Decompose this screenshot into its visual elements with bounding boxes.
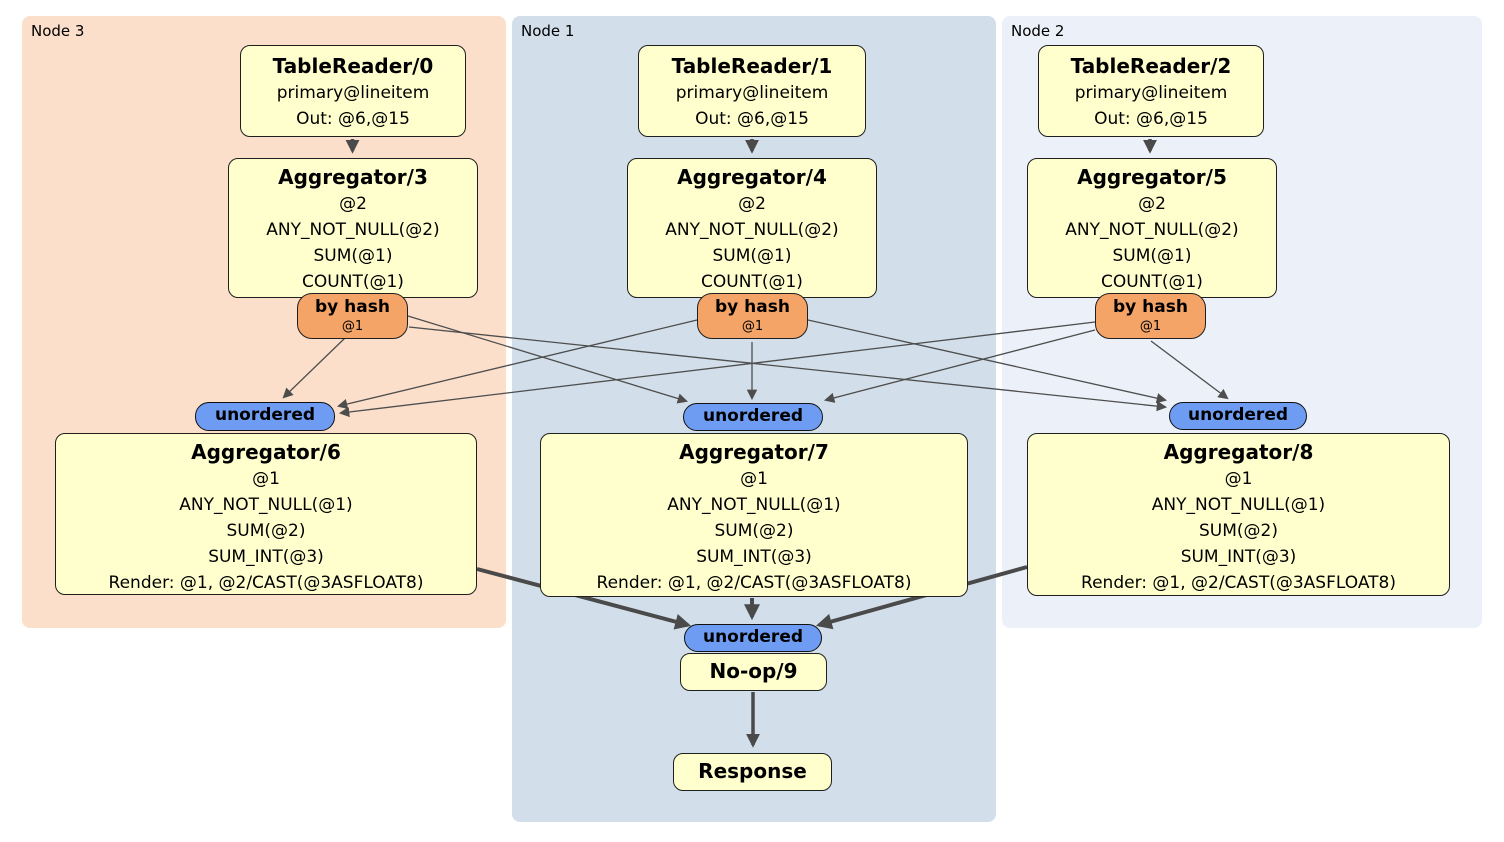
processor-title: Aggregator/7	[679, 440, 829, 464]
processor-detail: SUM(@1)	[712, 246, 792, 266]
region-node2-label: Node 2	[1011, 22, 1065, 40]
processor-detail: ANY_NOT_NULL(@1)	[1151, 495, 1326, 515]
processor-detail: @1	[252, 469, 280, 489]
router-hash-column: @1	[341, 319, 364, 334]
processor-detail: @1	[740, 469, 768, 489]
processor-detail: COUNT(@1)	[701, 272, 803, 292]
response-box: Response	[673, 753, 832, 791]
processor-detail: SUM_INT(@3)	[208, 547, 324, 567]
processor-aggregator-8: Aggregator/8 @1 ANY_NOT_NULL(@1) SUM(@2)…	[1027, 433, 1450, 596]
stream-unordered-badge-node1: unordered	[683, 403, 823, 431]
processor-detail: Out: @6,@15	[1094, 109, 1208, 129]
processor-detail: ANY_NOT_NULL(@2)	[266, 220, 440, 240]
region-node3-label: Node 3	[31, 22, 85, 40]
processor-aggregator-6: Aggregator/6 @1 ANY_NOT_NULL(@1) SUM(@2)…	[55, 433, 477, 595]
stream-unordered-badge-final: unordered	[684, 624, 822, 652]
processor-title: TableReader/2	[1070, 54, 1232, 78]
processor-title: Aggregator/3	[278, 165, 428, 189]
router-hash-column: @1	[1139, 319, 1162, 334]
processor-detail: SUM(@1)	[1112, 246, 1192, 266]
mesh-edges	[282, 315, 1229, 418]
stream-unordered-badge-node3: unordered	[195, 402, 335, 431]
processor-detail: Out: @6,@15	[695, 109, 809, 129]
processor-aggregator-7: Aggregator/7 @1 ANY_NOT_NULL(@1) SUM(@2)…	[540, 433, 968, 597]
stream-label: unordered	[214, 405, 316, 425]
processor-title: No-op/9	[709, 659, 798, 683]
processor-tablereader-2: TableReader/2 primary@lineitem Out: @6,@…	[1038, 45, 1264, 137]
processor-detail: @2	[738, 194, 766, 214]
router-by-hash-badge-node1: by hash @1	[697, 293, 808, 339]
processor-tablereader-0: TableReader/0 primary@lineitem Out: @6,@…	[240, 45, 466, 137]
processor-tablereader-1: TableReader/1 primary@lineitem Out: @6,@…	[638, 45, 866, 137]
stream-label: unordered	[1187, 405, 1289, 425]
router-by-hash-badge-node3: by hash @1	[297, 293, 408, 339]
processor-detail: Render: @1, @2/CAST(@3ASFLOAT8)	[108, 573, 424, 593]
processor-aggregator-5: Aggregator/5 @2 ANY_NOT_NULL(@2) SUM(@1)…	[1027, 158, 1277, 298]
processor-title: Aggregator/5	[1077, 165, 1227, 189]
router-hash-column: @1	[741, 319, 764, 334]
processor-title: Aggregator/4	[677, 165, 827, 189]
processor-detail: COUNT(@1)	[1101, 272, 1203, 292]
router-label: by hash	[1113, 297, 1188, 317]
processor-detail: ANY_NOT_NULL(@2)	[1065, 220, 1239, 240]
processor-aggregator-4: Aggregator/4 @2 ANY_NOT_NULL(@2) SUM(@1)…	[627, 158, 877, 298]
router-label: by hash	[715, 297, 790, 317]
region-node1-label: Node 1	[521, 22, 575, 40]
processor-title: Response	[698, 759, 807, 783]
processor-detail: SUM_INT(@3)	[696, 547, 812, 567]
processor-title: TableReader/1	[671, 54, 833, 78]
processor-aggregator-3: Aggregator/3 @2 ANY_NOT_NULL(@2) SUM(@1)…	[228, 158, 478, 298]
processor-detail: @1	[1224, 469, 1253, 489]
stream-label: unordered	[702, 406, 804, 426]
processor-detail: Out: @6,@15	[296, 109, 410, 129]
processor-detail: ANY_NOT_NULL(@2)	[665, 220, 839, 240]
processor-title: Aggregator/6	[191, 440, 341, 464]
router-by-hash-badge-node2: by hash @1	[1095, 293, 1206, 339]
processor-detail: SUM(@2)	[1199, 521, 1278, 541]
processor-title: Aggregator/8	[1163, 440, 1314, 464]
processor-detail: @2	[339, 194, 367, 214]
processor-detail: COUNT(@1)	[302, 272, 404, 292]
stream-unordered-badge-node2: unordered	[1169, 402, 1307, 430]
processor-detail: SUM(@1)	[313, 246, 393, 266]
stream-label: unordered	[702, 627, 804, 647]
processor-detail: @2	[1138, 194, 1166, 214]
router-label: by hash	[315, 297, 390, 317]
processor-detail: primary@lineitem	[675, 83, 829, 103]
processor-detail: primary@lineitem	[1074, 83, 1228, 103]
processor-detail: ANY_NOT_NULL(@1)	[179, 495, 353, 515]
processor-detail: SUM_INT(@3)	[1180, 547, 1297, 567]
processor-detail: Render: @1, @2/CAST(@3ASFLOAT8)	[1081, 573, 1396, 593]
processor-title: TableReader/0	[272, 54, 434, 78]
processor-detail: SUM(@2)	[226, 521, 306, 541]
processor-detail: Render: @1, @2/CAST(@3ASFLOAT8)	[596, 573, 912, 593]
processor-detail: primary@lineitem	[276, 83, 430, 103]
processor-detail: ANY_NOT_NULL(@1)	[667, 495, 841, 515]
processor-detail: SUM(@2)	[714, 521, 794, 541]
processor-noop-9: No-op/9	[680, 653, 827, 691]
